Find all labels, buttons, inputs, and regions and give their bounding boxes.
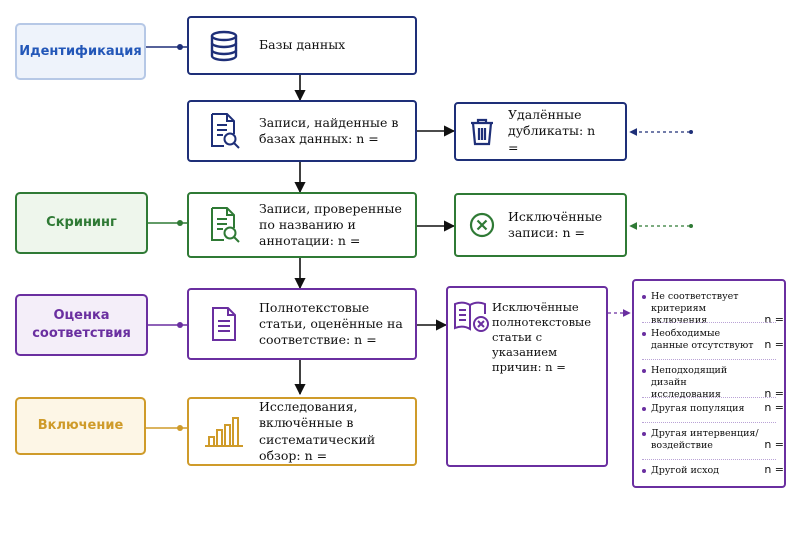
trash-icon [456,117,508,147]
duplicates-removed-text: Удалённые дубликаты: n = [508,107,596,155]
document-search-icon-green [189,206,259,244]
records-excluded-text: Исключённые записи: n = [508,208,603,240]
stage-screening-label: Скрининг [46,215,117,231]
studies-included-box: Исследования, включённые в систематическ… [187,397,417,466]
document-icon [189,306,259,342]
exclusion-reasons-panel: Не соответствует критериям включения n =… [632,279,786,488]
reason-label: Неподходящий дизайн исследования [651,365,728,400]
databases-box: Базы данных [187,16,417,75]
reason-label: Другая популяция [651,403,745,414]
stage-screening: Скрининг [15,192,148,254]
close-circle-icon [456,211,508,239]
databases-text: Базы данных [259,37,346,53]
reason-label: Другая интервенция/ воздействие [651,428,759,451]
studies-included-text: Исследования, включённые в систематическ… [259,399,376,463]
reason-item: Необходимые данные отсутствуют n = [642,328,784,352]
reason-item: Другая интервенция/ воздействие n = [642,428,784,452]
reason-item: Другая популяция n = [642,401,784,415]
database-icon [189,29,259,63]
duplicates-removed-box: Удалённые дубликаты: n = [454,102,627,161]
reason-count: n = [764,312,784,326]
reason-item: Неподходящий дизайн исследования n = [642,365,784,401]
stage-included-label: Включение [37,418,124,434]
reason-count: n = [764,338,784,351]
reason-count: n = [764,463,784,477]
fulltext-excluded-text: Исключённые полнотекстовые статьи с указ… [492,300,591,374]
document-search-icon [189,112,259,150]
fulltext-assessed-text: Полнотекстовые статьи, оценённые на соот… [259,299,403,348]
records-screened-text: Записи, проверенные по названию и аннота… [259,200,402,249]
reason-label: Другой исход [651,465,720,476]
stage-identification: Идентификация [15,23,146,80]
reason-label: Не соответствует критериям включения [651,291,739,326]
reason-count: n = [764,386,784,400]
reason-count: n = [764,438,784,451]
stage-eligibility: Оценка соответствия [15,294,148,356]
records-excluded-box: Исключённые записи: n = [454,193,627,257]
fulltext-excluded-box: Исключённые полнотекстовые статьи с указ… [446,286,608,467]
book-cross-icon [448,300,496,334]
stage-eligibility-label: Оценка соответствия [32,308,131,341]
stage-included: Включение [15,397,146,455]
reason-count: n = [764,401,784,415]
records-found-text: Записи, найденные в базах данных: n = [259,114,399,146]
reason-item: Другой исход n = [642,463,784,477]
stage-identification-label: Идентификация [19,43,142,59]
records-found-box: Записи, найденные в базах данных: n = [187,100,417,162]
reason-label: Необходимые данные отсутствуют [651,328,754,351]
fulltext-assessed-box: Полнотекстовые статьи, оценённые на соот… [187,288,417,360]
bar-chart-icon [189,415,259,449]
records-screened-box: Записи, проверенные по названию и аннота… [187,192,417,258]
